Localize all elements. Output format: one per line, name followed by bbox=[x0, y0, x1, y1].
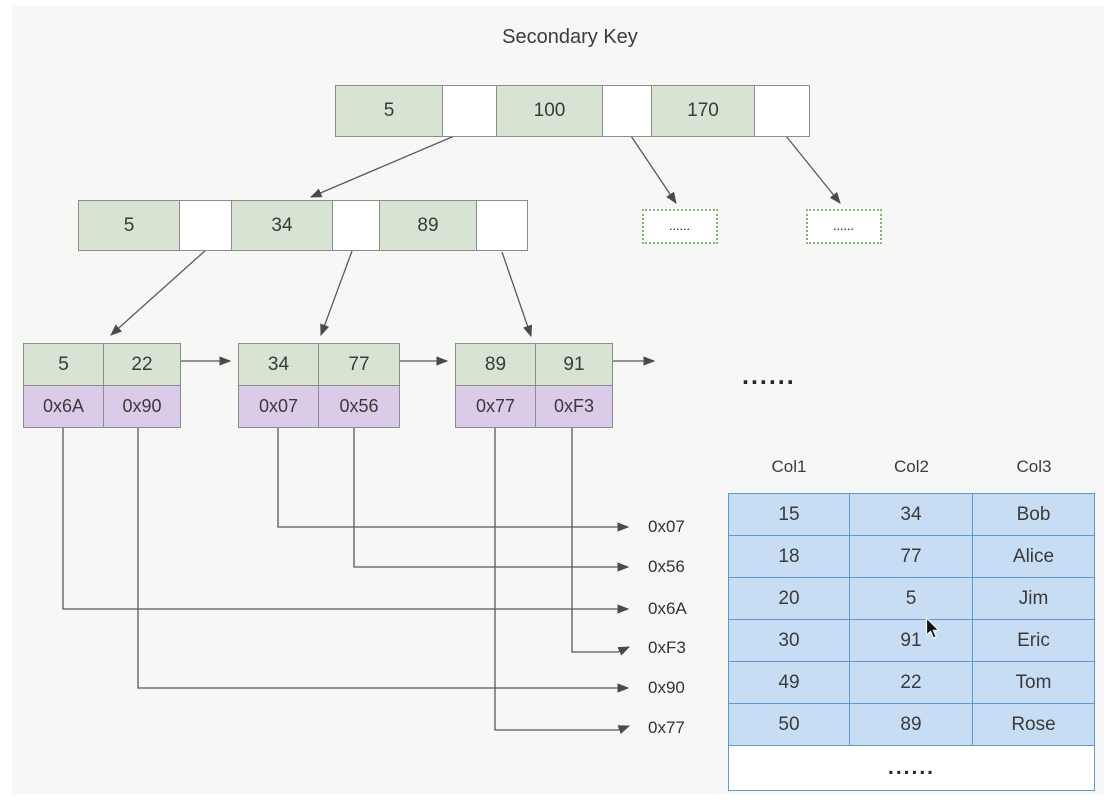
table-cell: 34 bbox=[849, 493, 973, 536]
table-header-row: Col1 Col2 Col3 bbox=[728, 457, 1095, 477]
internal-key: 5 bbox=[78, 200, 180, 251]
leaf-record-pointer: 0x6A bbox=[23, 386, 104, 428]
pointer-label: 0x6A bbox=[648, 599, 687, 618]
pointer-label: 0x56 bbox=[648, 557, 685, 576]
root-pointer-gap bbox=[603, 85, 652, 137]
table-cell: 89 bbox=[849, 703, 973, 746]
table-cell: 15 bbox=[728, 493, 850, 536]
leaf-key: 89 bbox=[455, 343, 536, 386]
pointer-label: 0x90 bbox=[648, 678, 685, 697]
leaf-record-pointer: 0x56 bbox=[319, 386, 400, 428]
table-cell: 22 bbox=[849, 661, 973, 704]
table-cell: 5 bbox=[849, 577, 973, 620]
leaf-record-pointer: 0x07 bbox=[238, 386, 319, 428]
table-cell: Bob bbox=[972, 493, 1095, 536]
leaf-key: 34 bbox=[238, 343, 319, 386]
leaf-record-pointer: 0x90 bbox=[104, 386, 181, 428]
root-key: 5 bbox=[335, 85, 443, 137]
leaf-node-3: 89 91 0x77 0xF3 bbox=[455, 343, 613, 428]
leaf-chain-ellipsis: ...... bbox=[742, 362, 796, 390]
leaf-key: 91 bbox=[536, 343, 613, 386]
root-node: 5 100 170 bbox=[335, 85, 810, 137]
pointer-label: 0xF3 bbox=[648, 638, 686, 657]
diagram-title: Secondary Key bbox=[502, 26, 638, 48]
table-ellipsis-row: ...... bbox=[728, 745, 1095, 791]
root-pointer-gap bbox=[443, 85, 497, 137]
leaf-node-1: 5 22 0x6A 0x90 bbox=[23, 343, 181, 428]
pointer-label: 0x07 bbox=[648, 517, 685, 536]
leaf-node-2: 34 77 0x07 0x56 bbox=[238, 343, 400, 428]
leaf-key: 5 bbox=[23, 343, 104, 386]
table-cell: 77 bbox=[849, 535, 973, 578]
overflow-node-box: ...... bbox=[806, 209, 882, 244]
internal-pointer-gap bbox=[180, 200, 232, 251]
table-header: Col3 bbox=[1016, 457, 1052, 476]
table-cell: 49 bbox=[728, 661, 850, 704]
table-cell: Tom bbox=[972, 661, 1095, 704]
record-table: 15 34 Bob 18 77 Alice 20 5 Jim 30 91 Eri… bbox=[728, 493, 1095, 791]
leaf-record-pointer: 0xF3 bbox=[536, 386, 613, 428]
table-cell: 30 bbox=[728, 619, 850, 662]
pointer-label: 0x77 bbox=[648, 718, 685, 737]
table-cell: 20 bbox=[728, 577, 850, 620]
table-header: Col2 bbox=[894, 457, 929, 476]
internal-key: 34 bbox=[232, 200, 333, 251]
table-cell: Alice bbox=[972, 535, 1095, 578]
internal-key: 89 bbox=[380, 200, 477, 251]
internal-node: 5 34 89 bbox=[78, 200, 528, 251]
leaf-key: 77 bbox=[319, 343, 400, 386]
mouse-cursor bbox=[925, 617, 941, 639]
leaf-record-pointer: 0x77 bbox=[455, 386, 536, 428]
root-key: 100 bbox=[497, 85, 603, 137]
root-pointer-gap bbox=[755, 85, 810, 137]
table-cell: Eric bbox=[972, 619, 1095, 662]
table-cell: 91 bbox=[849, 619, 973, 662]
internal-pointer-gap bbox=[477, 200, 528, 251]
overflow-node-box: ...... bbox=[642, 209, 718, 244]
table-cell: Jim bbox=[972, 577, 1095, 620]
leaf-key: 22 bbox=[104, 343, 181, 386]
table-cell: 18 bbox=[728, 535, 850, 578]
table-header: Col1 bbox=[771, 457, 807, 476]
root-key: 170 bbox=[652, 85, 755, 137]
table-cell: Rose bbox=[972, 703, 1095, 746]
table-cell: 50 bbox=[728, 703, 850, 746]
internal-pointer-gap bbox=[333, 200, 380, 251]
